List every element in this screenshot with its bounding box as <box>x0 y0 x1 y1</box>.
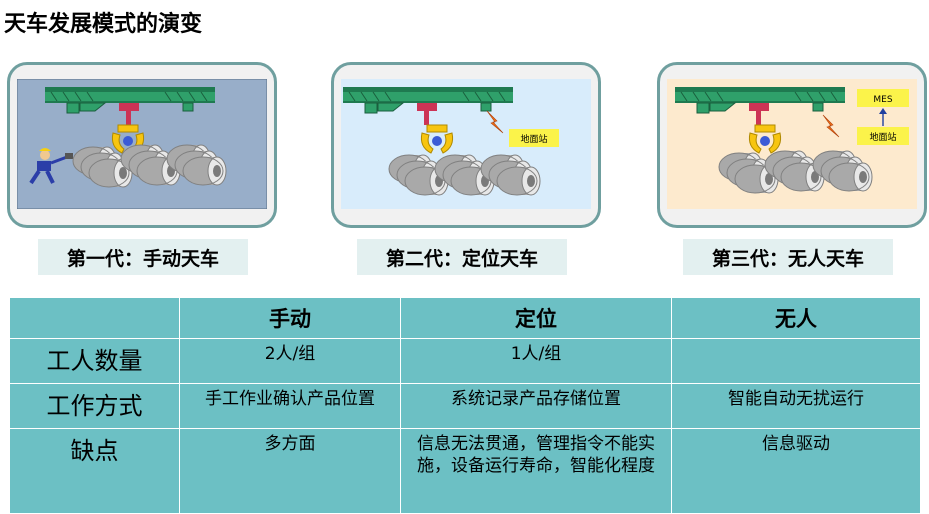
table-cell: 信息驱动 <box>671 428 921 514</box>
gen3-label: 第三代：无人天车 <box>683 239 893 275</box>
table-cell <box>671 338 921 384</box>
header-empty <box>9 297 180 339</box>
mes-label: MES <box>873 95 892 105</box>
gen2-label: 第二代：定位天车 <box>357 239 567 275</box>
table-cell: 1人/组 <box>400 338 672 384</box>
station-label: 地面站 <box>520 133 547 145</box>
comparison-table: 手动 定位 无人 工人数量 2人/组 1人/组 工作方式 手工作业确认产品位置 … <box>9 297 921 514</box>
row-label: 工人数量 <box>9 338 180 384</box>
row-label: 缺点 <box>9 428 180 514</box>
table-row: 工作方式 手工作业确认产品位置 系统记录产品存储位置 智能自动无扰运行 <box>9 383 921 429</box>
header-manual: 手动 <box>179 297 401 339</box>
worker-icon <box>29 148 73 185</box>
gen3-illustration: MES 地面站 <box>657 62 927 228</box>
gen3-scene: MES 地面站 <box>667 79 917 209</box>
table-row: 工人数量 2人/组 1人/组 <box>9 338 921 384</box>
table-cell: 系统记录产品存储位置 <box>400 383 672 429</box>
header-unmanned: 无人 <box>671 297 921 339</box>
table-cell: 信息无法贯通，管理指令不能实施，设备运行寿命，智能化程度 <box>400 428 672 514</box>
table-cell: 手工作业确认产品位置 <box>179 383 401 429</box>
gen1-illustration <box>7 62 277 228</box>
gen2-illustration: 地面站 <box>331 62 601 228</box>
table-cell: 多方面 <box>179 428 401 514</box>
station-label: 地面站 <box>869 131 896 143</box>
gen1-label: 第一代：手动天车 <box>38 239 248 275</box>
arrow-up-icon <box>879 108 887 126</box>
table-cell: 智能自动无扰运行 <box>671 383 921 429</box>
table-cell: 2人/组 <box>179 338 401 384</box>
table-header-row: 手动 定位 无人 <box>9 297 921 339</box>
header-positioning: 定位 <box>400 297 672 339</box>
gen1-scene <box>17 79 267 209</box>
table-row: 缺点 多方面 信息无法贯通，管理指令不能实施，设备运行寿命，智能化程度 信息驱动 <box>9 428 921 514</box>
row-label: 工作方式 <box>9 383 180 429</box>
page-title: 天车发展模式的演变 <box>4 12 203 37</box>
gen2-scene: 地面站 <box>341 79 591 209</box>
